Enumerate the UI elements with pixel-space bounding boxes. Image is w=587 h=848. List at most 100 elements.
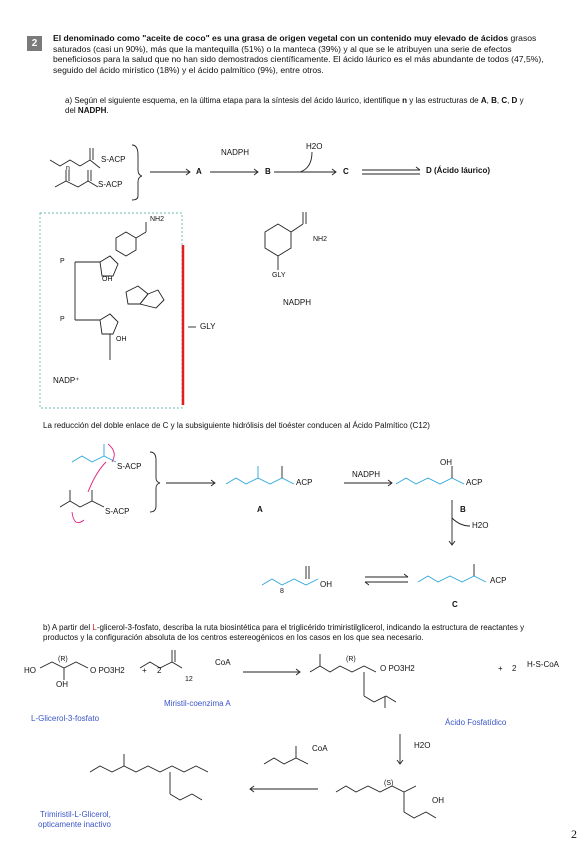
s2-acp-top: S-ACP: [117, 462, 142, 471]
s3-oh1: OH: [56, 680, 68, 689]
s3-coa2: CoA: [543, 660, 560, 669]
s2-s-top: S: [117, 462, 123, 471]
s2-acp-B: ACP: [466, 478, 483, 487]
s1-label-B: B: [265, 167, 271, 176]
s2-label-B: B: [460, 505, 466, 514]
s2-A-chain: [225, 477, 295, 485]
s3-oh2: OH: [432, 796, 444, 805]
s3-plus2: +: [498, 664, 503, 673]
part-a-n: n: [402, 96, 407, 105]
s2-acp-A: ACP: [296, 478, 313, 487]
s2-chain-top: [71, 455, 117, 463]
s3-hscoa: H-S-CoA: [527, 660, 560, 669]
fosfatidico-chain: [309, 665, 377, 673]
s3-s: (S): [384, 780, 394, 787]
s3-sub12-a: 12: [185, 676, 193, 683]
intro-paragraph: El denominado como "aceite de coco" es u…: [53, 33, 558, 75]
s2-B-chain: [395, 477, 465, 485]
s3-miristil-2: [263, 757, 309, 765]
scheme1-chain-top: [49, 159, 101, 169]
intro-rest: grasos saturados (casi un 90%), más que …: [53, 33, 544, 75]
miristil-chain: [139, 661, 183, 669]
nadp-nh2: NH2: [150, 216, 165, 223]
s2-nadph: NADPH: [352, 470, 381, 479]
part-a-nadph: NADPH: [77, 106, 107, 115]
s2-curly-arrow-2: [87, 461, 107, 493]
s3-two2: 2: [512, 664, 517, 673]
s3-h: H: [527, 660, 533, 669]
part-a-end: .: [106, 106, 109, 115]
problem-number-badge: 2: [27, 36, 42, 51]
s3-ho: HO: [24, 666, 36, 675]
adenine-ring: [125, 285, 149, 305]
s2-acp-bottom: S-ACP: [105, 507, 130, 516]
s1-label-C: C: [343, 167, 349, 176]
s3-label-trimiristil-2: opticamente inactivo: [38, 820, 111, 829]
part-b-prefix: b) A partir del: [43, 623, 91, 632]
scheme1-chain-bottom: [54, 180, 99, 188]
part-a-mid: y las estructuras de: [409, 96, 479, 105]
page-number: 2: [571, 827, 577, 841]
nadp-oh1: OH: [102, 276, 113, 283]
s3-po3h2: O PO3H2: [90, 666, 125, 675]
s2-acp-bottom-text: ACP: [113, 507, 130, 516]
s2-oh-acid: OH: [320, 580, 332, 589]
part-a-A: A: [480, 96, 487, 105]
intro-lead: El denominado como "aceite de coco" es u…: [53, 33, 509, 43]
s1-h2o: H2O: [306, 142, 323, 151]
nicotinamide-ring: [115, 231, 137, 257]
s1-label-A: A: [196, 167, 202, 176]
nadph-ring: [264, 223, 292, 257]
s2-h2o: H2O: [472, 521, 489, 530]
s1-label-D: D (Ácido láurico): [426, 166, 491, 175]
s3-label-miristil: Miristil-coenzima A: [164, 699, 231, 708]
diglyceride-chain: [335, 785, 417, 793]
s3-coa1: CoA: [215, 658, 231, 667]
gly-label: GLY: [200, 322, 216, 331]
s2-oh: OH: [440, 458, 452, 467]
s3-label-fosfatidico: Ácido Fosfatídico: [445, 718, 507, 727]
s3-po3h2-2: O PO3H2: [380, 664, 415, 673]
nadph-label: NADPH: [283, 298, 312, 307]
s3-plus1: +: [142, 666, 147, 675]
part-a-B: B: [491, 96, 497, 105]
s1-acp-top: S-ACP: [101, 155, 126, 164]
s3-label-glicerol: L-Glicerol-3-fosfato: [31, 714, 100, 723]
s2-C-chain: [417, 575, 487, 583]
s3-two1: 2: [157, 666, 162, 675]
part-b-red-L: L: [92, 623, 97, 632]
s2-brace: [149, 451, 161, 513]
ribose-1: [99, 255, 119, 277]
s2-acp-top-text: ACP: [125, 462, 142, 471]
nadp-box: [39, 212, 183, 409]
nadp-plus-label: NADP⁺: [53, 376, 80, 385]
part-a-question: a) Según el siguiente esquema, en la últ…: [65, 96, 524, 115]
s2-s-bottom: S: [105, 507, 111, 516]
s1-acp-bottom: S-ACP: [98, 180, 123, 189]
s2-label-C: C: [452, 600, 458, 609]
s2-curly-arrow-1: [71, 511, 85, 524]
reduction-text: La reducción del doble enlace de C y la …: [43, 421, 430, 430]
palmitic-chain: [261, 578, 319, 586]
s3-coa3: CoA: [312, 744, 328, 753]
s1-nadph: NADPH: [221, 148, 250, 157]
ribose-2: [99, 313, 119, 335]
part-b-rest: -glicerol-3-fosfato, describa la ruta bi…: [43, 623, 525, 642]
nadph-nh2: NH2: [313, 236, 328, 243]
nadp-oh2: OH: [116, 336, 127, 343]
s1-n-sub: n: [66, 165, 70, 172]
s3-h2o: H2O: [414, 741, 431, 750]
part-a-prefix: a) Según el siguiente esquema, en la últ…: [65, 96, 400, 105]
nadp-p2: P: [60, 316, 65, 323]
s2-sub8: 8: [280, 588, 284, 595]
nadph-gly: GLY: [272, 272, 286, 279]
part-a-and: y del: [65, 96, 524, 115]
s3-label-trimiristil-1: Trimiristil-L-Glicerol,: [40, 810, 111, 819]
part-a-C: C: [501, 96, 508, 105]
s3-r2: (R): [346, 656, 356, 663]
part-a-D: D: [511, 96, 518, 105]
s2-label-A: A: [257, 505, 263, 514]
scheme1-brace: [131, 144, 143, 201]
s2-acp-C: ACP: [490, 576, 507, 585]
